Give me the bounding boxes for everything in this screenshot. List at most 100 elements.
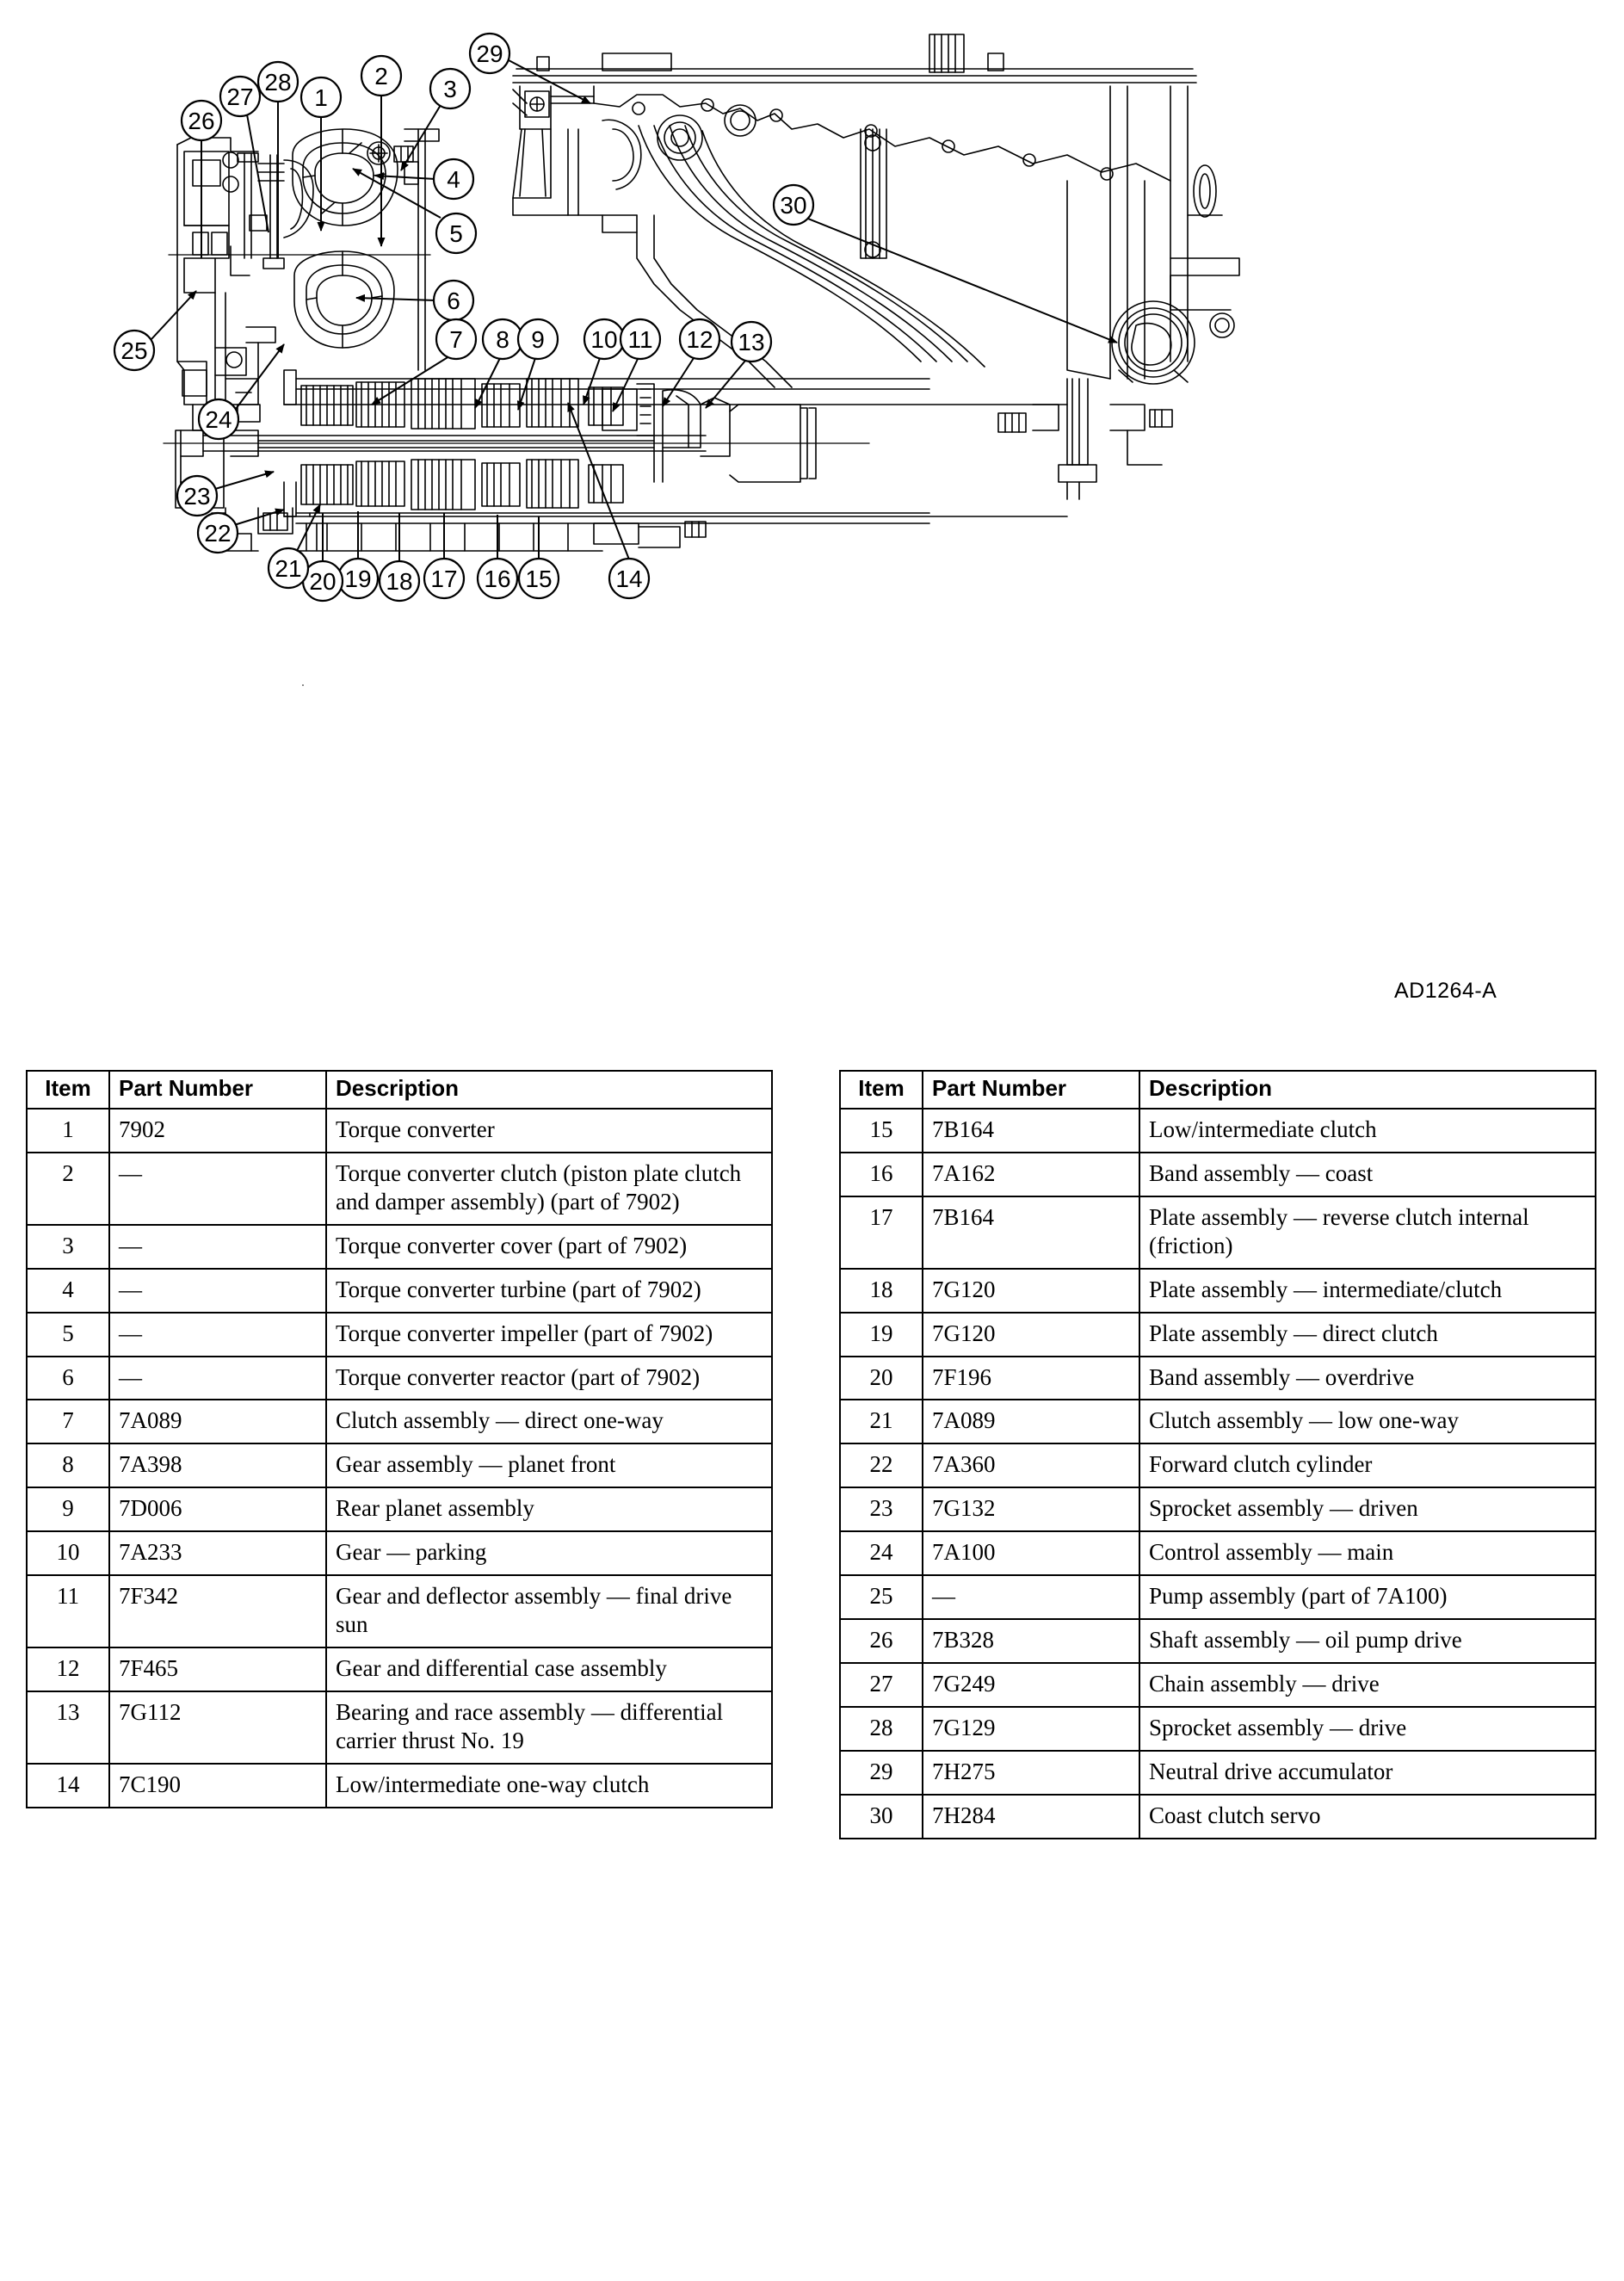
cell-description: Torque converter clutch (piston plate cl…	[325, 1151, 773, 1226]
callout-3: 3	[429, 67, 472, 110]
callout-number: 11	[627, 326, 652, 353]
callout-circle	[476, 557, 519, 600]
callout-26: 26	[180, 99, 223, 142]
callout-circle	[196, 511, 239, 554]
cell-item-number: 8	[26, 1443, 110, 1489]
callout-number: 5	[449, 220, 463, 247]
callout-number: 3	[443, 76, 457, 102]
cell-part-number: 7F342	[108, 1574, 327, 1649]
cell-item-number: 22	[839, 1443, 923, 1489]
callout-circle	[730, 320, 773, 363]
callout-number: 22	[204, 520, 231, 547]
callout-number: 15	[525, 566, 552, 592]
cell-item-number: 2	[26, 1151, 110, 1226]
cell-part-number: 7G112	[108, 1691, 327, 1765]
callout-circle	[423, 557, 466, 600]
callout-circle	[619, 318, 662, 361]
cell-part-number: 7B328	[922, 1618, 1140, 1665]
cell-description: Clutch assembly — low one-way	[1139, 1399, 1596, 1445]
callout-number: 2	[374, 63, 388, 90]
callout-number: 17	[430, 566, 457, 592]
cell-part-number: 7A100	[922, 1530, 1140, 1577]
cell-item-number: 14	[26, 1762, 110, 1808]
cell-item-number: 29	[839, 1749, 923, 1796]
table-row: 25—Pump assembly (part of 7A100)	[839, 1574, 1596, 1621]
cell-item-number: 20	[839, 1355, 923, 1401]
callout-22: 22	[196, 511, 239, 554]
cell-item-number: 24	[839, 1530, 923, 1577]
cell-part-number: —	[108, 1151, 327, 1226]
cell-item-number: 18	[839, 1267, 923, 1314]
cell-description: Torque converter	[325, 1107, 773, 1153]
callout-number: 6	[447, 287, 460, 314]
cell-item-number: 16	[839, 1151, 923, 1197]
table-row: 5—Torque converter impeller (part of 790…	[26, 1311, 773, 1357]
cell-item-number: 10	[26, 1530, 110, 1577]
callout-number: 12	[686, 326, 713, 353]
cell-description: Torque converter turbine (part of 7902)	[325, 1267, 773, 1314]
column-header-item: Item	[26, 1070, 110, 1110]
table-row: 2—Torque converter clutch (piston plate …	[26, 1151, 773, 1226]
callout-number: 25	[120, 337, 147, 364]
cell-description: Clutch assembly — direct one-way	[325, 1399, 773, 1445]
callout-27: 27	[219, 75, 262, 118]
callout-number: 14	[615, 566, 642, 592]
callout-6: 6	[432, 279, 475, 322]
cell-item-number: 11	[26, 1574, 110, 1649]
callout-24: 24	[197, 398, 240, 441]
callout-circle	[180, 99, 223, 142]
callout-13: 13	[730, 320, 773, 363]
cell-description: Sprocket assembly — driven	[1139, 1487, 1596, 1533]
callout-29: 29	[468, 32, 511, 75]
cell-item-number: 26	[839, 1618, 923, 1665]
cell-description: Shaft assembly — oil pump drive	[1139, 1618, 1596, 1665]
column-header-part-number: Part Number	[108, 1070, 327, 1110]
callout-1: 1	[299, 76, 343, 119]
cell-description: Band assembly — coast	[1139, 1151, 1596, 1197]
cell-description: Bearing and race assembly — differential…	[325, 1691, 773, 1765]
callout-number: 7	[449, 326, 463, 353]
cell-description: Plate assembly — direct clutch	[1139, 1311, 1596, 1357]
callout-circle	[429, 67, 472, 110]
callout-circle	[468, 32, 511, 75]
valve-body-case-assembly	[512, 34, 1240, 500]
cell-description: Torque converter cover (part of 7902)	[325, 1223, 773, 1270]
callout-circle	[267, 547, 310, 590]
cell-item-number: 21	[839, 1399, 923, 1445]
cell-part-number: 7C190	[108, 1762, 327, 1808]
callout-23: 23	[176, 474, 219, 517]
cell-description: Low/intermediate clutch	[1139, 1107, 1596, 1153]
leader-lines	[151, 59, 1118, 562]
cell-part-number: 7H275	[922, 1749, 1140, 1796]
callout-10: 10	[583, 318, 626, 361]
cell-description: Plate assembly — reverse clutch internal…	[1139, 1195, 1596, 1270]
callout-16: 16	[476, 557, 519, 600]
cell-description: Gear and differential case assembly	[325, 1647, 773, 1693]
cell-item-number: 4	[26, 1267, 110, 1314]
cell-part-number: 7A233	[108, 1530, 327, 1577]
cell-part-number: 7G120	[922, 1267, 1140, 1314]
callout-number: 8	[496, 326, 509, 353]
cell-part-number: 7F196	[922, 1355, 1140, 1401]
callout-number: 16	[484, 566, 510, 592]
cell-part-number: —	[922, 1574, 1140, 1621]
cell-item-number: 28	[839, 1706, 923, 1752]
cell-part-number: 7F465	[108, 1647, 327, 1693]
cell-item-number: 13	[26, 1691, 110, 1765]
cell-part-number: 7G120	[922, 1311, 1140, 1357]
callout-number: 29	[476, 40, 503, 67]
column-header-description: Description	[325, 1070, 773, 1110]
callout-circle	[608, 557, 651, 600]
cell-item-number: 19	[839, 1311, 923, 1357]
